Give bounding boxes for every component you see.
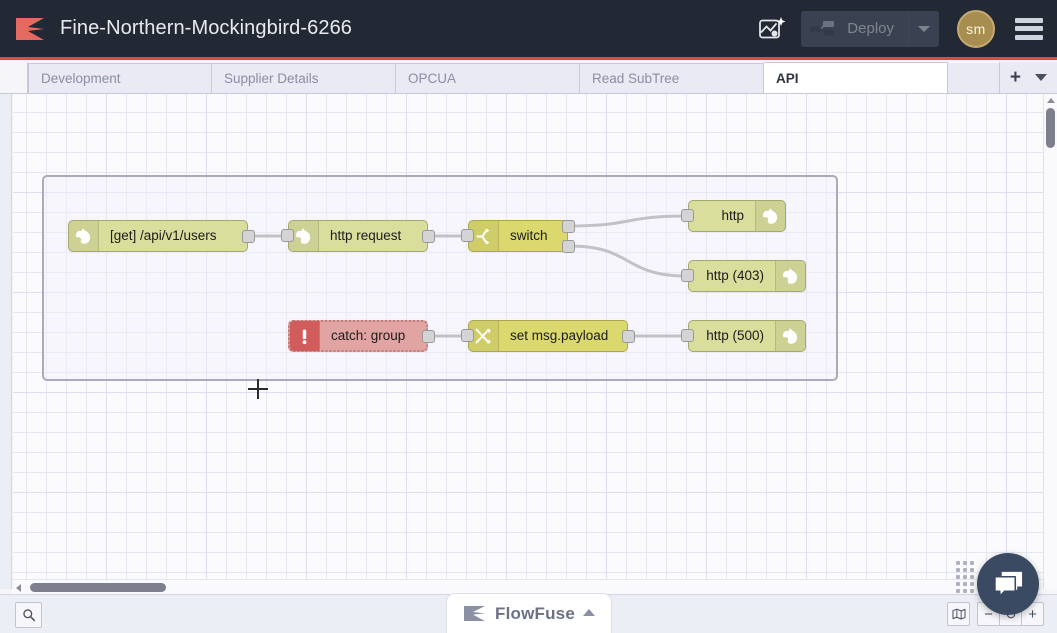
node-change[interactable]: set msg.payload: [468, 320, 628, 352]
node-label: http: [721, 208, 744, 223]
burger-bar: [1015, 26, 1043, 31]
change-icon: [469, 321, 499, 351]
tab-supplier-details[interactable]: Supplier Details: [212, 63, 396, 93]
node-label: set msg.payload: [510, 328, 609, 343]
flow-canvas-viewport[interactable]: [get] /api/v1/users http request switch htt…: [13, 94, 1043, 589]
globe-icon: [775, 321, 805, 351]
ai-assistant-icon[interactable]: [749, 9, 795, 49]
add-flow-icon[interactable]: +: [1009, 67, 1021, 88]
globe-icon: [69, 221, 99, 251]
globe-icon: [775, 261, 805, 291]
horizontal-scrollbar[interactable]: [13, 579, 1043, 594]
flow-canvas[interactable]: [get] /api/v1/users http request switch htt…: [13, 94, 1043, 589]
chat-bubble-icon[interactable]: [977, 553, 1039, 615]
node-input-port[interactable]: [461, 229, 474, 242]
deploy-dropdown-toggle[interactable]: [909, 11, 939, 47]
chevron-up-icon[interactable]: [583, 609, 595, 616]
deploy-divider: [908, 10, 909, 47]
flowfuse-logo-icon: [14, 15, 48, 43]
exclamation-icon: [290, 321, 320, 351]
globe-icon: [755, 201, 785, 231]
burger-bar: [1015, 17, 1043, 23]
node-label: [get] /api/v1/users: [110, 228, 217, 243]
header-actions: Deploy sm: [749, 9, 1057, 49]
avatar[interactable]: sm: [957, 9, 995, 48]
globe-icon: [289, 221, 319, 251]
chevron-down-icon[interactable]: [1035, 74, 1047, 81]
deploy-button[interactable]: Deploy: [801, 10, 939, 47]
node-label: switch: [510, 228, 548, 243]
node-http-resp-500[interactable]: http (500): [688, 320, 806, 352]
node-input-port[interactable]: [461, 329, 474, 342]
flowfuse-label: FlowFuse: [495, 603, 575, 623]
scroll-up-arrow-icon[interactable]: [1047, 98, 1055, 103]
tab-opcua[interactable]: OPCUA: [396, 63, 580, 93]
tab-read-subtree[interactable]: Read SubTree: [580, 63, 764, 93]
drag-handle-dots-icon[interactable]: [956, 561, 974, 593]
node-output-port[interactable]: [622, 329, 635, 343]
tabbar-left-pad: [0, 62, 28, 93]
node-input-port[interactable]: [681, 329, 694, 342]
search-icon[interactable]: [15, 602, 42, 628]
node-label: http request: [330, 228, 402, 243]
node-http-resp-1[interactable]: http: [688, 200, 786, 232]
palette-collapsed-strip[interactable]: [0, 94, 12, 589]
node-input-port[interactable]: [681, 269, 694, 282]
chevron-down-icon: [918, 25, 930, 32]
node-output-port[interactable]: [422, 329, 435, 343]
node-input-port[interactable]: [681, 209, 694, 222]
node-label: http (403): [706, 268, 764, 283]
node-label: http (500): [706, 328, 764, 343]
node-http-resp-403[interactable]: http (403): [688, 260, 806, 292]
node-http-in[interactable]: [get] /api/v1/users: [68, 220, 248, 252]
node-input-port[interactable]: [281, 229, 294, 242]
deploy-icon: [809, 19, 839, 39]
node-label: catch: group: [331, 328, 406, 343]
horizontal-scrollbar-thumb[interactable]: [30, 583, 166, 592]
page-title: Fine-Northern-Mockingbird-6266: [60, 17, 353, 39]
node-output-port[interactable]: [562, 219, 575, 233]
flowfuse-widget[interactable]: FlowFuse: [446, 593, 612, 633]
node-output-port[interactable]: [422, 229, 435, 243]
node-switch[interactable]: switch: [468, 220, 568, 252]
deploy-label: Deploy: [847, 20, 894, 37]
tab-development[interactable]: Development: [28, 63, 212, 93]
burger-bar: [1015, 34, 1043, 40]
node-http-request[interactable]: http request: [288, 220, 428, 252]
app-header: Fine-Northern-Mockingbird-6266: [0, 0, 1057, 60]
vertical-scrollbar[interactable]: [1043, 94, 1057, 589]
hamburger-menu-icon[interactable]: [1015, 17, 1043, 40]
flowfuse-logo-icon: [463, 604, 487, 623]
tabbar-tools: +: [998, 62, 1057, 93]
tab-api[interactable]: API: [764, 62, 948, 93]
node-output-port[interactable]: [242, 229, 255, 243]
navigator-map-icon[interactable]: [947, 602, 970, 626]
scroll-left-arrow-icon[interactable]: [16, 584, 21, 592]
vertical-scrollbar-thumb[interactable]: [1046, 108, 1055, 148]
switch-fork-icon: [469, 221, 499, 251]
node-output-port[interactable]: [562, 239, 575, 253]
node-catch[interactable]: catch: group: [288, 320, 428, 352]
